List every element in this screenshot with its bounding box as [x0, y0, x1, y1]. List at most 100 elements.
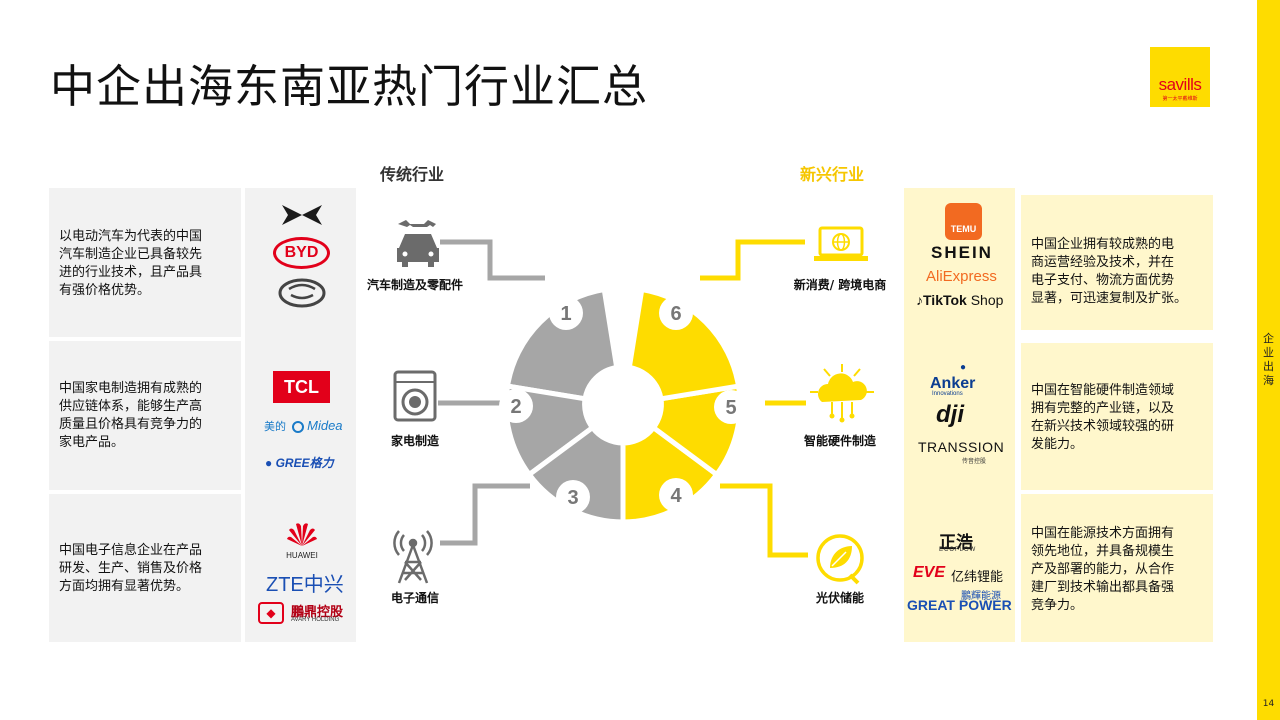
page-number: 14	[1262, 699, 1275, 709]
desc-line: 汽车制造企业已具备较先	[59, 247, 203, 262]
gac-logo-icon	[278, 278, 326, 308]
byd-logo: BYD	[273, 237, 330, 269]
connector-6	[700, 239, 805, 281]
laptop-globe-icon	[814, 226, 868, 261]
industry-label-telecom: 电子通信	[390, 591, 439, 605]
traditional-industries-heading: 传统行业	[380, 165, 445, 184]
industry-label-ecommerce: 新消费/ 跨境电商	[793, 278, 887, 292]
midea-swirl-icon	[292, 421, 305, 434]
hardware-desc-panel	[1021, 343, 1213, 490]
antenna-tower-icon	[393, 530, 433, 584]
connector-1	[440, 239, 545, 281]
transsion-logo: TRANSSION	[918, 439, 1005, 455]
desc-line: 供应链体系，能够生产高	[59, 399, 203, 414]
traditional-connectors	[438, 239, 545, 546]
gree-logo: ● GREE格力	[265, 454, 334, 471]
badge-4	[659, 478, 693, 512]
desc-line: 中国在智能硬件制造领域	[1031, 383, 1175, 398]
leaf-plug-icon	[816, 534, 864, 585]
midea-cn: 美的	[264, 421, 286, 433]
emerging-brands-panel	[904, 188, 1015, 642]
desc-line: 在新兴技术领域较强的研	[1031, 419, 1175, 434]
desc-line: 家电产品。	[59, 435, 125, 450]
badge-5	[714, 390, 748, 424]
ring-center	[588, 370, 658, 440]
badge-5-label: 5	[725, 397, 736, 419]
desc-line: 中国家电制造拥有成熟的	[59, 381, 203, 396]
desc-line: 方面均拥有显著优势。	[59, 579, 190, 594]
badge-4-label: 4	[670, 485, 682, 507]
side-label-char-3: 出	[1263, 360, 1274, 373]
desc-line: 中国在能源技术方面拥有	[1031, 526, 1175, 541]
side-section-label: 企 业 出 海	[1257, 332, 1280, 388]
zte-logo: ZTE中兴	[266, 574, 344, 596]
huawei-petals-icon	[287, 523, 317, 546]
emerging-connectors	[700, 239, 808, 558]
eve-logo: EVE	[913, 564, 946, 581]
eve-cn: 亿纬锂能	[951, 569, 1004, 584]
page-title: 中企出海东南亚热门行业汇总	[50, 60, 649, 113]
desc-line: 商运营经验及技术，并在	[1031, 255, 1175, 270]
industry-label-hardware: 智能硬件制造	[803, 434, 876, 448]
shein-logo: SHEIN	[931, 243, 993, 262]
auto-desc-panel	[49, 188, 241, 337]
xpeng-logo-icon	[282, 205, 322, 225]
gree-mark-icon: ●	[265, 456, 273, 470]
tiktok-note-icon: ♪	[916, 292, 923, 308]
cloud-circuit-icon	[810, 364, 874, 423]
tcl-logo: TCL	[273, 371, 330, 403]
desc-line: 进的行业技术，且产品具	[59, 265, 203, 280]
dji-logo: dji	[936, 401, 964, 428]
telecom-description: 中国电子信息企业在产品 研发、生产、销售及价格 方面均拥有显著优势。	[59, 542, 237, 596]
badge-2-label: 2	[510, 396, 521, 418]
logo-word: savills	[1158, 75, 1202, 94]
desc-line: 以电动汽车为代表的中国	[59, 229, 203, 244]
tiktok-shop-word: Shop	[970, 292, 1004, 308]
gree-cn: 格力	[309, 456, 334, 470]
anker-logo: Anker	[930, 375, 976, 392]
desc-line: 建厂到技术输出都具备强	[1031, 580, 1175, 595]
industry-label-appliance: 家电制造	[390, 434, 439, 448]
ecoflow-logo-en: ECOFLOW	[939, 547, 977, 553]
tiktok-word: TikTok	[923, 292, 967, 308]
aliexpress-logo: AliExpress	[926, 268, 997, 285]
side-label-char-4: 海	[1263, 374, 1274, 387]
tiktok-shop-logo: ♪TikTok Shop	[916, 292, 1003, 308]
appliance-description: 中国家电制造拥有成熟的 供应链体系，能够生产高 质量且价格具有竞争力的 家电产品…	[59, 380, 237, 452]
ring-segment-4	[620, 424, 721, 525]
midea-logo: 美的 Midea	[264, 418, 343, 434]
desc-line: 有强价格优势。	[59, 283, 151, 298]
desc-line: 中国企业拥有较成熟的电	[1031, 237, 1175, 252]
hardware-description: 中国在智能硬件制造领域 拥有完整的产业链，以及 在新兴技术领域较强的研 发能力。	[1031, 382, 1211, 454]
avary-cn: 鵬鼎控股	[291, 604, 344, 619]
anker-dots-icon: ●	[960, 362, 967, 373]
temu-logo: TEMU	[945, 203, 982, 240]
badge-1	[549, 296, 583, 330]
desc-line: 显著，可迅速复制及扩张。	[1031, 291, 1188, 306]
auto-description: 以电动汽车为代表的中国 汽车制造企业已具备较先 进的行业技术，且产品具 有强价格…	[59, 228, 237, 300]
industry-label-energy: 光伏储能	[815, 591, 864, 605]
ring	[503, 286, 743, 525]
industry-label-auto: 汽车制造及零配件	[366, 278, 463, 292]
badge-6-label: 6	[670, 303, 681, 325]
ring-segment-3	[525, 424, 626, 525]
ring-segment-6	[626, 286, 742, 402]
desc-line: 领先地位，并具备规模生	[1031, 544, 1175, 559]
great-power-logo: GREAT POWER	[907, 597, 1012, 613]
desc-line: 拥有完整的产业链，以及	[1031, 401, 1175, 416]
telecom-desc-panel	[49, 494, 241, 642]
badge-2	[499, 389, 533, 423]
side-accent-bar	[1257, 0, 1280, 720]
appliance-desc-panel	[49, 341, 241, 490]
badge-3	[556, 480, 590, 514]
desc-line: 中国电子信息企业在产品	[59, 543, 203, 558]
desc-line: 产及部署的能力，从合作	[1031, 562, 1175, 577]
side-label-char-1: 企	[1263, 332, 1274, 345]
great-power-cn: 鵬輝能源	[961, 591, 1001, 602]
avary-mark-icon: ◆	[258, 602, 284, 624]
gree-en: GREE	[275, 456, 310, 470]
logo-subtitle: 第一太平戴维斯	[1162, 96, 1198, 102]
badge-6	[659, 296, 693, 330]
ecommerce-description: 中国企业拥有较成熟的电 商运营经验及技术，并在 电子支付、物流方面优势 显著，可…	[1031, 236, 1211, 308]
